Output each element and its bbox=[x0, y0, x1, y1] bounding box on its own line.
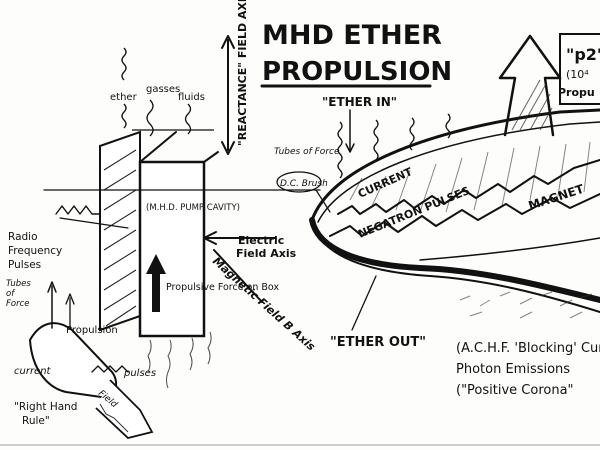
magnetic-field-label: Magnetic Field B Axis bbox=[210, 255, 318, 354]
p2-sub-label: (10⁴ bbox=[566, 68, 589, 81]
fluids-label: fluids bbox=[178, 92, 205, 103]
p2-label: "p2" bbox=[566, 45, 600, 64]
dc-brush-label: D.C. Brush bbox=[280, 179, 328, 189]
ether-coils bbox=[338, 114, 450, 178]
photon-emissions-label: Photon Emissions bbox=[456, 362, 570, 377]
rf-label-3: Pulses bbox=[8, 259, 41, 271]
rhr-label-2: Rule" bbox=[22, 415, 50, 427]
saucer-disc: CURRENT NEGATRON PULSES MAGNET bbox=[312, 110, 600, 318]
rf-label-1: Radio bbox=[8, 231, 38, 243]
rf-label-2: Frequency bbox=[8, 245, 62, 257]
electric-field-label-2: Field Axis bbox=[236, 247, 297, 260]
achf-label: (A.C.H.F. 'Blocking' Curre bbox=[456, 341, 600, 356]
p2-propu-label: Propu bbox=[558, 86, 595, 99]
magnet-label: MAGNET bbox=[527, 182, 587, 213]
tubes-of-force-top-label: Tubes of Force bbox=[274, 147, 340, 157]
exhaust-plumes bbox=[148, 332, 211, 388]
propulsive-force-label: Propulsive Force on Box bbox=[166, 282, 279, 293]
rhr-label-1: "Right Hand bbox=[14, 401, 77, 413]
title-line1: MHD ETHER bbox=[262, 20, 442, 51]
mhd-pump-label: (M.H.D. PUMP CAVITY) bbox=[146, 203, 240, 213]
gasses-label: gasses bbox=[146, 84, 180, 95]
ether-label: ether bbox=[110, 92, 138, 103]
ether-out-label: "ETHER OUT" bbox=[330, 335, 426, 350]
pulses-label: pulses bbox=[123, 368, 156, 379]
rf-pulse-wave bbox=[56, 206, 100, 214]
tubes-of-force-left-1: Tubes bbox=[6, 279, 31, 289]
positive-corona-label: ("Positive Corona" bbox=[456, 383, 574, 398]
reactance-axis-label: "REACTANCE" FIELD AXIS bbox=[236, 0, 249, 146]
tubes-of-force-left-3: Force bbox=[6, 299, 30, 309]
propulsion-label: Propulsion bbox=[66, 325, 118, 336]
tubes-of-force-left-2: of bbox=[6, 289, 16, 299]
current-hand-label: current bbox=[14, 366, 52, 377]
electric-field-label-1: Electric bbox=[238, 234, 284, 247]
title-line2: PROPULSION bbox=[262, 57, 452, 87]
ether-in-label: "ETHER IN" bbox=[322, 95, 397, 109]
